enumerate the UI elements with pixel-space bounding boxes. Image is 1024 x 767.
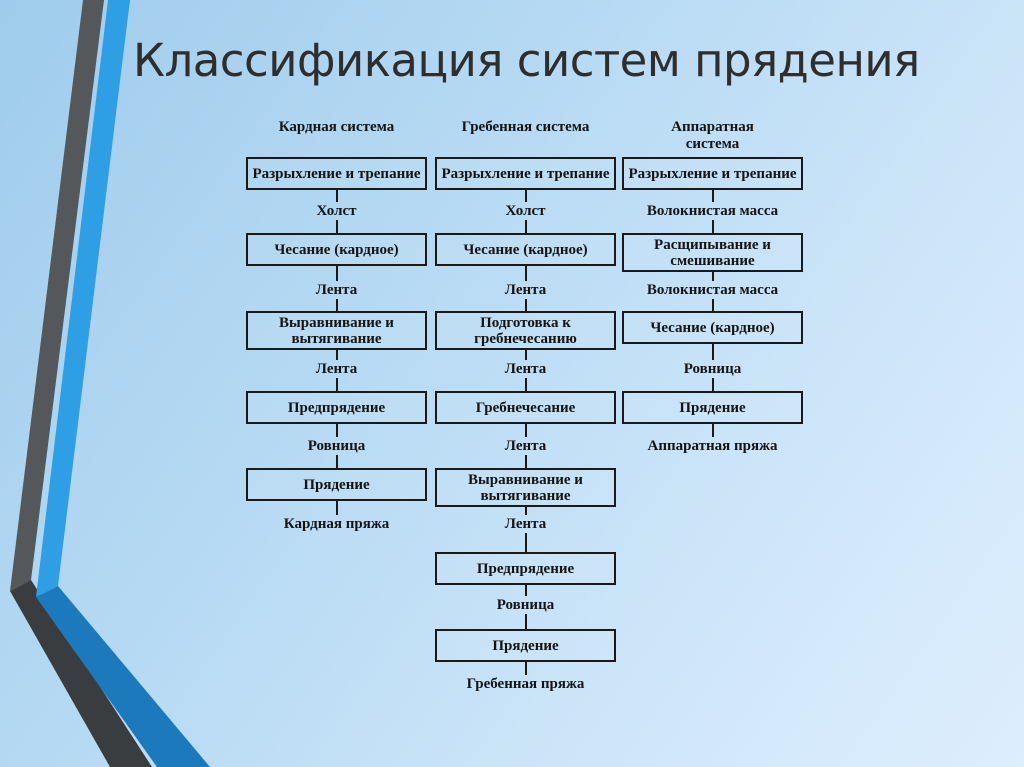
connector-line bbox=[335, 350, 338, 360]
flow-product-label-combed-system: Ровница bbox=[496, 597, 555, 613]
flow-box-apparatus-system: Расщипывание и смешивание bbox=[622, 233, 803, 272]
connector-line bbox=[335, 455, 338, 468]
flow-box-apparatus-system: Прядение bbox=[622, 391, 803, 424]
flow-product-label-combed-system: Лента bbox=[504, 438, 547, 454]
connector-line bbox=[524, 507, 527, 515]
flow-product-label-apparatus-system: Аппаратная пряжа bbox=[647, 438, 778, 454]
connector-line bbox=[711, 220, 714, 233]
ribbon-blue-upper-segment bbox=[36, 0, 130, 597]
connector-line bbox=[711, 344, 714, 360]
flow-box-carded-system: Выравнивание и вытягивание bbox=[246, 311, 427, 350]
flow-box-carded-system: Чесание (кардное) bbox=[246, 233, 427, 266]
connector-line bbox=[524, 190, 527, 202]
flow-product-label-apparatus-system: Волокнистая масса bbox=[646, 282, 779, 298]
flow-box-carded-system: Разрыхление и трепание bbox=[246, 157, 427, 190]
connector-line bbox=[335, 266, 338, 281]
flow-product-label-carded-system: Лента bbox=[315, 361, 358, 377]
flow-product-label-carded-system: Ровница bbox=[307, 438, 366, 454]
flow-product-label-apparatus-system: Волокнистая масса bbox=[646, 203, 779, 219]
column-header-combed-system: Гребенная система bbox=[461, 119, 590, 135]
connector-line bbox=[335, 378, 338, 391]
connector-line bbox=[335, 190, 338, 202]
flow-box-carded-system: Прядение bbox=[246, 468, 427, 501]
column-header-apparatus-system: Аппаратная система bbox=[671, 119, 754, 152]
connector-line bbox=[524, 455, 527, 468]
connector-line bbox=[524, 533, 527, 552]
connector-line bbox=[711, 424, 714, 437]
connector-line bbox=[711, 190, 714, 202]
flow-product-label-combed-system: Лента bbox=[504, 361, 547, 377]
flow-product-label-carded-system: Лента bbox=[315, 282, 358, 298]
flow-box-combed-system: Чесание (кардное) bbox=[435, 233, 616, 266]
flow-product-label-carded-system: Холст bbox=[316, 203, 357, 219]
connector-line bbox=[524, 585, 527, 596]
ribbon-blue-lower-segment bbox=[36, 586, 210, 767]
connector-line bbox=[524, 424, 527, 437]
flow-product-label-combed-system: Гребенная пряжа bbox=[466, 676, 585, 692]
flow-box-carded-system: Предпрядение bbox=[246, 391, 427, 424]
connector-line bbox=[524, 350, 527, 360]
connector-line bbox=[335, 299, 338, 311]
flow-box-apparatus-system: Чесание (кардное) bbox=[622, 311, 803, 344]
connector-line bbox=[711, 299, 714, 311]
flow-product-label-combed-system: Холст bbox=[505, 203, 546, 219]
column-header-carded-system: Кардная система bbox=[278, 119, 395, 135]
flow-box-apparatus-system: Разрыхление и трепание bbox=[622, 157, 803, 190]
connector-line bbox=[524, 299, 527, 311]
flow-product-label-combed-system: Лента bbox=[504, 282, 547, 298]
connector-line bbox=[524, 378, 527, 391]
flow-box-combed-system: Выравнивание и вытягивание bbox=[435, 468, 616, 507]
connector-line bbox=[524, 662, 527, 675]
connector-line bbox=[524, 220, 527, 233]
flow-box-combed-system: Прядение bbox=[435, 629, 616, 662]
flow-box-combed-system: Подготовка к гребнечесанию bbox=[435, 311, 616, 350]
connector-line bbox=[335, 424, 338, 437]
connector-line bbox=[711, 272, 714, 281]
connector-line bbox=[524, 266, 527, 281]
connector-line bbox=[335, 220, 338, 233]
connector-line bbox=[524, 614, 527, 629]
flow-product-label-carded-system: Кардная пряжа bbox=[283, 516, 390, 532]
connector-line bbox=[335, 501, 338, 515]
flow-product-label-apparatus-system: Ровница bbox=[683, 361, 742, 377]
flow-product-label-combed-system: Лента bbox=[504, 516, 547, 532]
flow-box-combed-system: Разрыхление и трепание bbox=[435, 157, 616, 190]
slide-title: Классификация систем прядения bbox=[133, 34, 920, 87]
flow-box-combed-system: Гребнечесание bbox=[435, 391, 616, 424]
ribbon-gray-upper-segment bbox=[10, 0, 104, 591]
flow-box-combed-system: Предпрядение bbox=[435, 552, 616, 585]
ribbon-gray-lower-segment bbox=[10, 580, 152, 767]
connector-line bbox=[711, 378, 714, 391]
